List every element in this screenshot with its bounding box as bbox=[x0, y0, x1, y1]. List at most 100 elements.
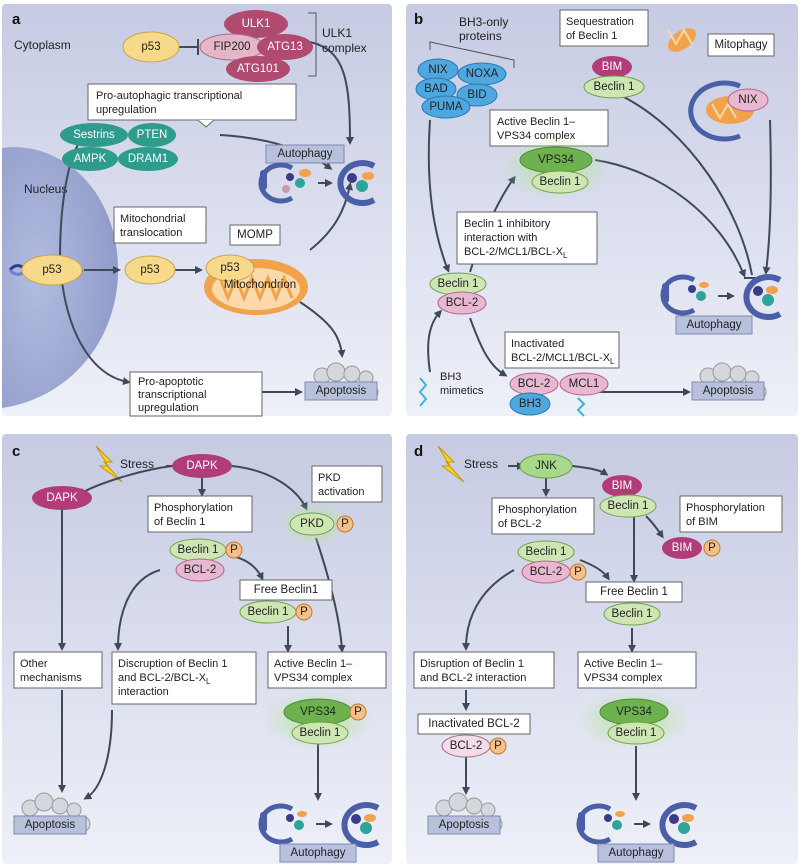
panel-b-letter: b bbox=[414, 11, 423, 28]
beclin1-label-c-complex: Beclin 1 bbox=[300, 727, 341, 739]
autophagy-label-box-b bbox=[675, 315, 753, 335]
mito-to-autophagy-arrow bbox=[309, 182, 353, 251]
inactivated-box-d bbox=[417, 713, 531, 735]
dram1-label: DRAM1 bbox=[128, 153, 168, 165]
inactivated-label-d: Inactivated BCL-2 bbox=[428, 718, 519, 730]
atg13-node bbox=[257, 34, 313, 60]
bim-node-d bbox=[602, 475, 642, 497]
beclin1-label-b-complex: Beclin 1 bbox=[540, 176, 581, 188]
phospho-p-inact-d bbox=[489, 737, 507, 755]
panel-b-background bbox=[406, 4, 798, 416]
autophagosome-icon-d bbox=[576, 802, 698, 848]
puma-label: PUMA bbox=[429, 101, 463, 113]
cytoplasm-label: Cytoplasm bbox=[14, 38, 71, 52]
nix-label-b: NIX bbox=[428, 64, 448, 76]
bim-to-phosbim-arrow bbox=[645, 515, 664, 539]
p53-label-top: p53 bbox=[141, 41, 160, 53]
panel-d: d Stress JNK BIM Beclin 1 Phosphorylatio… bbox=[406, 434, 798, 864]
pten-node bbox=[128, 123, 176, 147]
autophagosome-icon-c bbox=[258, 802, 380, 848]
bh3-label-b: BH3 bbox=[519, 398, 541, 410]
vps34-label-c: VPS34 bbox=[300, 706, 336, 718]
bad-label: BAD bbox=[424, 83, 448, 95]
inhibitory-interaction-text: Beclin 1 inhibitory interaction with BCL… bbox=[464, 218, 568, 260]
ampk-node bbox=[62, 147, 118, 171]
autophagy-label-box-d bbox=[597, 843, 675, 863]
bcl2-label-b-inact: BCL-2 bbox=[518, 378, 551, 390]
beclin1-label-b-bcl2: Beclin 1 bbox=[438, 278, 479, 290]
stress-label-d: Stress bbox=[464, 457, 498, 471]
mitophagy-to-autophagy-arrow bbox=[762, 119, 772, 275]
beclin1-node-d-free bbox=[603, 602, 661, 626]
phospho-p-pkd bbox=[336, 515, 354, 533]
puma-node bbox=[421, 95, 471, 119]
phospho-p-beclin-c bbox=[225, 541, 243, 559]
bcl2-node-b bbox=[437, 291, 487, 315]
proapoptotic-box bbox=[129, 371, 263, 417]
phospho-p-vps34-c-label: P bbox=[354, 706, 362, 718]
phospho-p-bim-d-label: P bbox=[708, 542, 716, 554]
autophagy-label-a: Autophagy bbox=[278, 148, 333, 160]
sestrins-label: Sestrins bbox=[73, 129, 115, 141]
bim-node-b bbox=[592, 56, 632, 78]
beclin1-node-b-complex bbox=[531, 170, 589, 194]
bim-to-autophagy-tbar bbox=[619, 94, 753, 276]
stress-lightning-icon-d bbox=[437, 445, 465, 483]
phos-bcl2-box bbox=[491, 497, 595, 535]
beclin1-label-d-complex: Beclin 1 bbox=[616, 727, 657, 739]
p53-node-cyto bbox=[124, 255, 176, 285]
atg101-label: ATG101 bbox=[237, 63, 279, 75]
bim-node-d-phos bbox=[662, 537, 702, 559]
fip200-label: FIP200 bbox=[213, 41, 250, 53]
momp-box bbox=[229, 224, 281, 246]
phospho-p-free-c-label: P bbox=[300, 606, 308, 618]
stress-lightning-icon-c bbox=[95, 445, 123, 483]
bh3-mimetics-arrow bbox=[427, 309, 443, 373]
proautophagic-box bbox=[87, 83, 297, 121]
mitochondrion-label: Mitochondrion bbox=[224, 279, 296, 291]
phospho-p-free-c bbox=[295, 603, 313, 621]
phos-bim-box bbox=[679, 495, 783, 533]
dapk-label-left: DAPK bbox=[46, 492, 78, 504]
bim-label-d-phos: BIM bbox=[672, 542, 692, 554]
nucleus-label: Nucleus bbox=[24, 182, 67, 196]
callout-tail bbox=[197, 119, 215, 128]
nix-label-mito: NIX bbox=[738, 94, 758, 106]
p53-node-top bbox=[122, 31, 180, 63]
p53-label-mito: p53 bbox=[220, 262, 239, 274]
disruption-to-apoptosis-arrow bbox=[83, 709, 113, 800]
free-beclin-label-d: Free Beclin 1 bbox=[600, 586, 668, 598]
stress-label-c: Stress bbox=[120, 457, 154, 471]
beclin1-node-c-complex bbox=[291, 721, 349, 745]
free-beclin-label-c: Free Beclin1 bbox=[254, 584, 319, 596]
beclin1-node-d-complex bbox=[607, 721, 665, 745]
vps34-to-autophagy-arrow bbox=[594, 159, 746, 278]
atg101-node bbox=[226, 56, 290, 82]
phospho-p-bcl2-d bbox=[569, 563, 587, 581]
atg13-label: ATG13 bbox=[267, 41, 303, 53]
autophagy-label-box-a bbox=[265, 144, 345, 164]
apoptosis-label-d: Apoptosis bbox=[439, 819, 490, 831]
phospho-p-pkd-label: P bbox=[341, 518, 349, 530]
sequestration-box bbox=[559, 9, 649, 47]
dapk-node-top bbox=[172, 454, 232, 478]
panel-d-letter: d bbox=[414, 443, 423, 460]
apoptosis-label-b: Apoptosis bbox=[703, 385, 754, 397]
phospho-p-bim-d bbox=[703, 539, 721, 557]
dapk-to-pkd-arrow bbox=[231, 465, 308, 511]
phos-to-disruption-arrow bbox=[462, 569, 515, 651]
apoptosis-label-box-a bbox=[304, 381, 378, 401]
p53-to-proapoptotic-arrow bbox=[61, 281, 131, 386]
ulk1-label: ULK1 bbox=[242, 18, 271, 30]
pkd-node bbox=[289, 512, 335, 536]
